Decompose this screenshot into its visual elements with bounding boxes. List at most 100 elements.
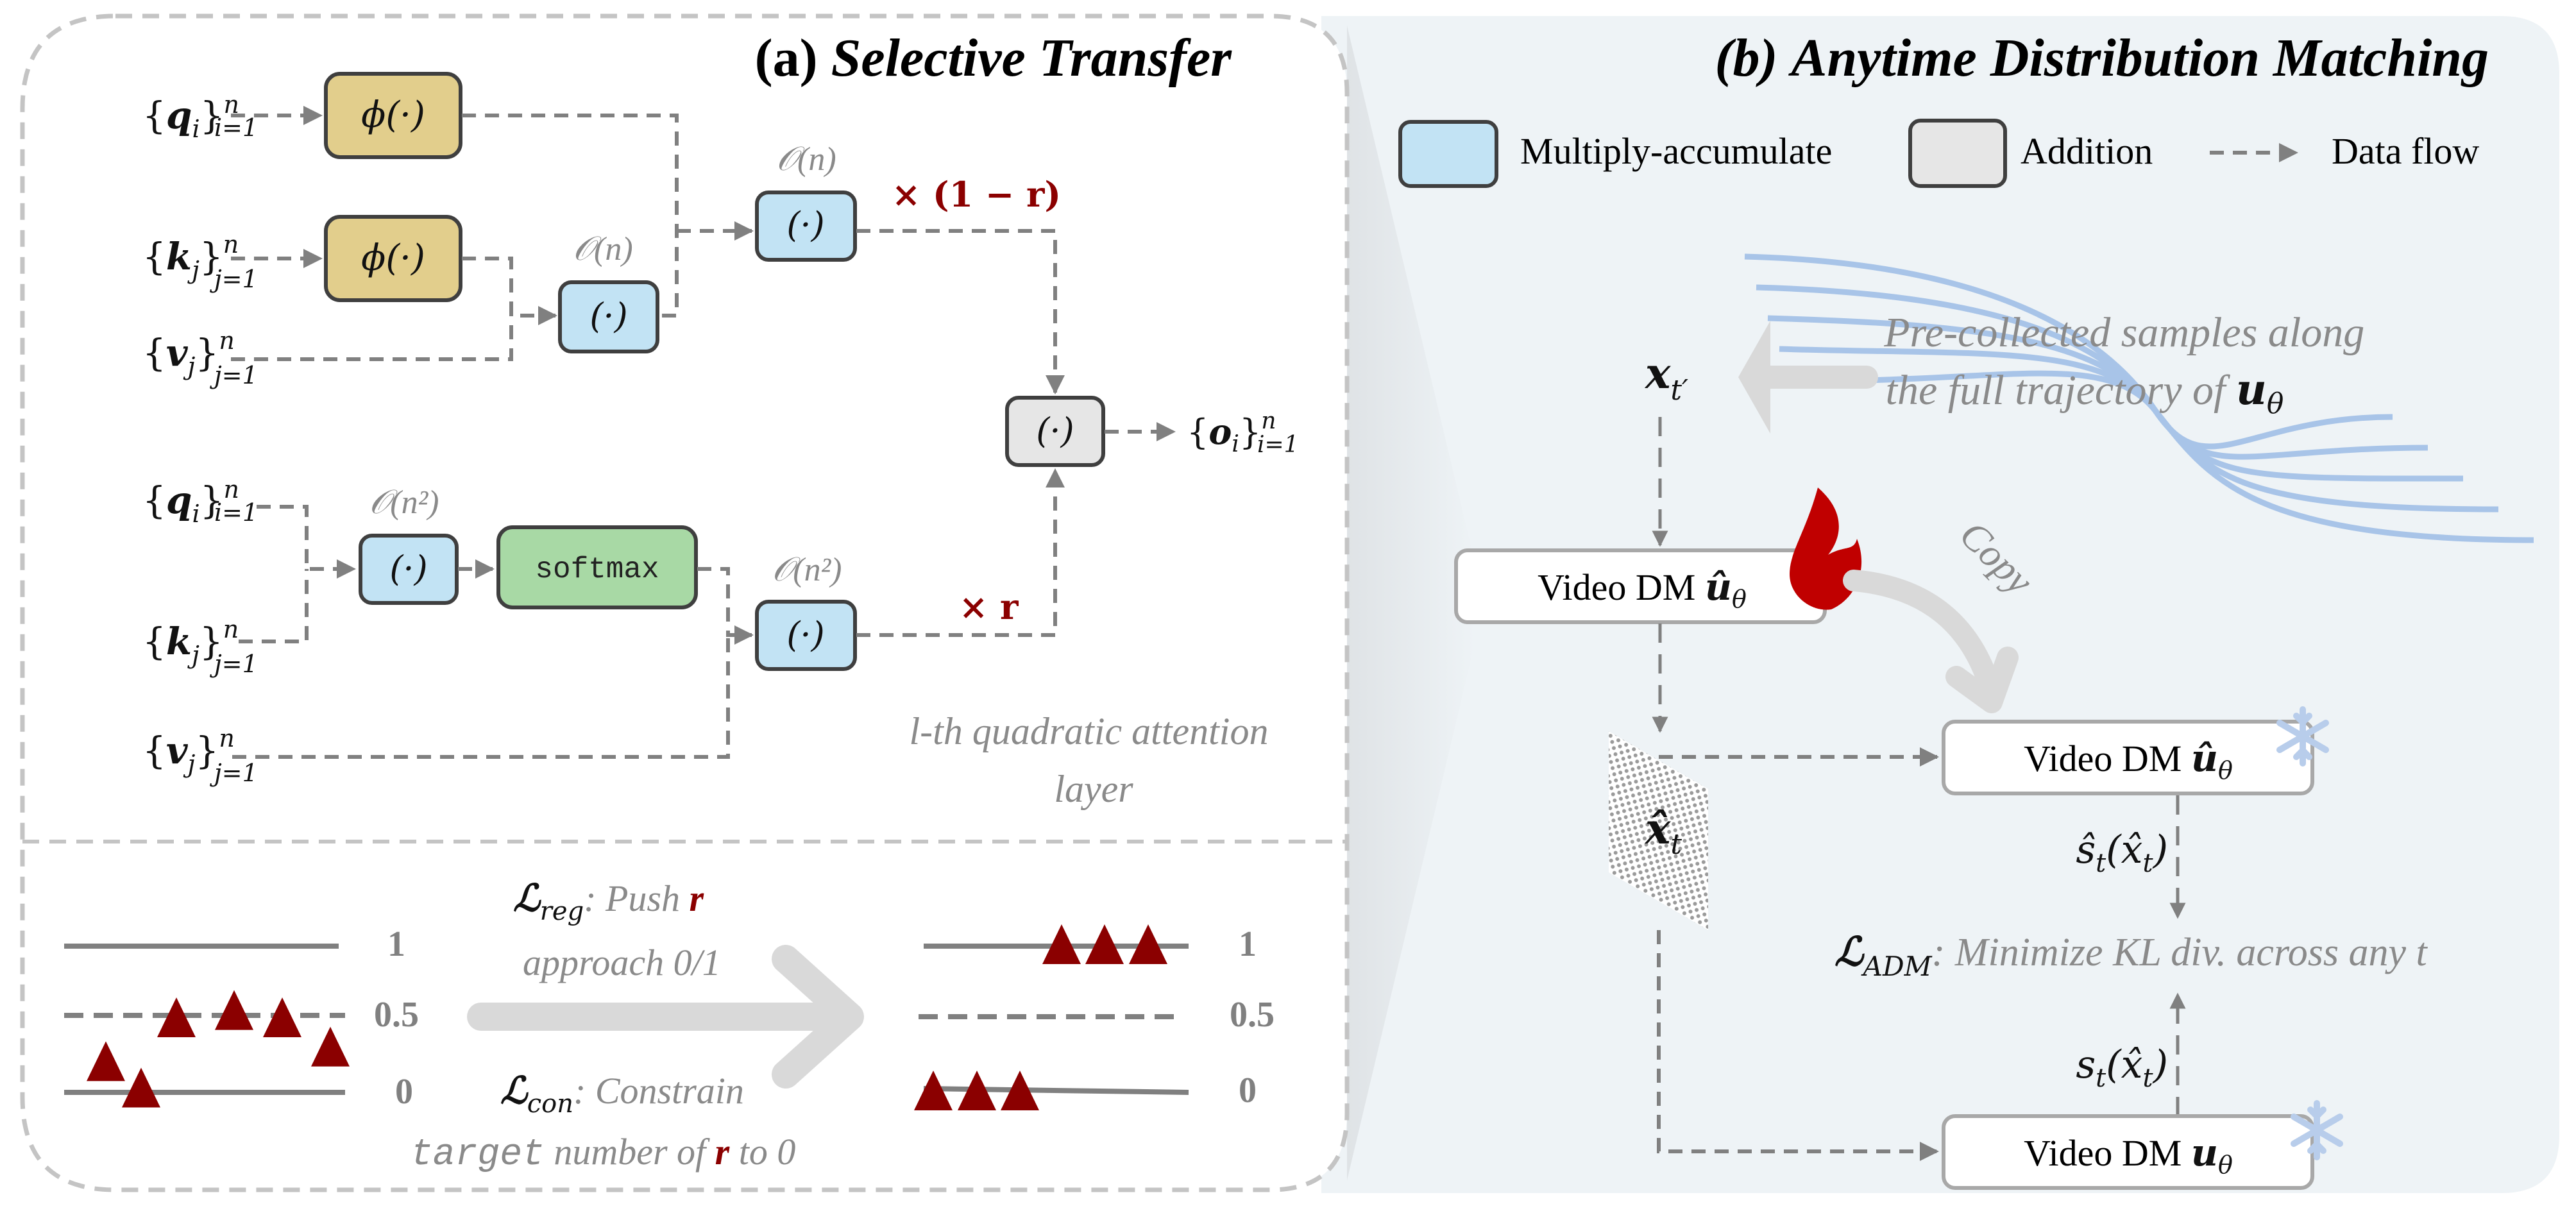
svg-text:Video DM ûθ: Video DM ûθ [1538,565,1747,613]
router-after: 1 0.5 0 [914,924,1275,1110]
sum-add-box: (·) [1005,396,1105,467]
svg-text:(·): (·) [589,296,627,336]
sample-label: xt′ [1644,348,1688,407]
q-kv-mac-box: 𝒪(n) (·) [755,141,857,262]
router-r-after-5 [1001,1071,1039,1110]
router-r-before-0 [87,1041,125,1081]
svg-text:ϕ(·): ϕ(·) [361,94,425,136]
svg-text:𝒪(n): 𝒪(n) [573,231,632,267]
output-o: {oi}n i=1 [1187,408,1299,458]
av-mac-box: 𝒪(n²) (·) [755,552,857,671]
router-r-before-4 [311,1026,350,1067]
kv-mac-box: 𝒪(n) (·) [558,231,659,353]
arrow-v-to-av [232,635,730,759]
con-loss-text: ℒcon: Constrain [500,1069,744,1119]
generated-sample: x̂t [1609,731,1708,930]
input-k-linear: {kj}n j=1 [142,230,258,293]
svg-text:𝒪(n): 𝒪(n) [776,141,836,178]
svg-text:Video DM uθ: Video DM uθ [2024,1131,2233,1179]
svg-text:j=1: j=1 [210,650,258,678]
legend-label-mac: Multiply-accumulate [1520,130,1832,172]
level-label-1: 1 [387,924,405,964]
panel-b-title: (b) Anytime Distribution Matching [1715,28,2489,88]
level-label-0: 0 [395,1072,413,1112]
panel-a: (a) Selective Transfer {qi}n i=1 {kj}n j… [20,13,1350,1192]
softmax-box: softmax [496,525,698,609]
svg-text:Video DM ûθ: Video DM ûθ [2024,736,2233,784]
level-label-0.5: 0.5 [374,995,419,1035]
legend-swatch-add [1908,119,2007,188]
router-r-after-4 [958,1071,996,1110]
legend-label-add: Addition [2021,130,2153,172]
arrow-phiq-to-qkv [462,114,679,318]
input-q-linear: {qi}n i=1 [142,90,258,143]
svg-text:x̂t: x̂t [1644,804,1682,861]
arrow-phik-to-kv [462,257,557,325]
svg-text:{qi}n: {qi}n [142,90,239,143]
trajectory-curves [1744,253,2534,543]
svg-text:(·): (·) [786,614,824,655]
router-r-after-0 [1042,924,1081,964]
phi-k-box: ϕ(·) [324,215,462,302]
snowflake-icon [2276,706,2329,767]
quadratic-weight-label: × r [959,586,1019,627]
input-k-quadratic: {kj}n j=1 [142,615,258,678]
router-r-before-1 [157,997,196,1037]
arrow-k-to-qk [239,569,309,643]
reg-loss-text: ℒreg: Push r [513,876,704,926]
router-r-before-5 [122,1067,160,1108]
router-r-before-3 [263,997,301,1037]
svg-text:{vj}n: {vj}n [142,326,235,380]
input-v-linear: {vj}n j=1 [142,326,258,389]
svg-text:i=1: i=1 [1257,432,1299,458]
panel-b: (b) Anytime Distribution Matching Multip… [1398,28,2534,1190]
trajectory-caption: Pre-collected samples along the full tra… [1883,309,2375,420]
adm-loss: ℒADM: Minimize KL div. across any t [1835,928,2428,982]
svg-text:(·): (·) [1036,411,1074,451]
svg-text:{oi}n: {oi}n [1187,408,1276,457]
svg-text:j=1: j=1 [210,265,258,293]
panel-a-title: (a) Selective Transfer [755,28,1233,88]
svg-text:softmax: softmax [535,553,659,586]
input-q-quadratic: {qi}n i=1 [142,475,258,528]
copy-arrow [1843,570,2019,713]
svg-text:i=1: i=1 [214,498,258,527]
arrow-q-to-qk [257,505,356,579]
svg-text:{kj}n: {kj}n [142,615,239,669]
level-line-0-after [923,1086,1189,1095]
arrow-linear-to-sum [856,229,1065,394]
svg-text:j=1: j=1 [210,361,258,389]
real-score-label: st(x̂t) [2076,1042,2168,1093]
layer-caption: l-th quadratic attention layer [910,710,1278,810]
legend: Multiply-accumulate Addition Data flow [1398,119,2479,188]
router-r-after-2 [1129,924,1167,964]
svg-text:j=1: j=1 [210,759,258,787]
con-loss-text-line2: target number of r to 0 [411,1131,795,1176]
svg-text:𝒪(n²): 𝒪(n²) [772,552,842,588]
router-transform-arrow [467,945,864,1089]
arrow-generated-to-real [1657,930,1939,1161]
fake-score-label: ŝt(x̂t) [2076,827,2168,878]
router-r-after-3 [914,1071,953,1110]
svg-text:{qi}n: {qi}n [142,475,239,528]
router-before: 1 0.5 0 [64,924,419,1112]
arrow-v-to-kv [231,316,513,361]
svg-text:(·): (·) [389,548,427,589]
svg-text:𝒪(n²): 𝒪(n²) [369,484,439,521]
phi-q-box: ϕ(·) [324,72,462,159]
real-score-video-dm: Video DM uθ [1942,1100,2343,1190]
fake-score-video-dm: Video DM ûθ [1942,706,2329,795]
level-label-0.5-after: 0.5 [1230,995,1275,1035]
zoom-projection-wedge [1347,26,1475,1180]
svg-text:{vj}n: {vj}n [142,724,235,778]
router-r-after-1 [1085,924,1124,964]
svg-text:i=1: i=1 [214,114,258,142]
qk-mac-box: 𝒪(n²) (·) [359,484,459,605]
input-v-quadratic: {vj}n j=1 [142,724,258,787]
legend-swatch-mac [1398,120,1498,188]
svg-text:ϕ(·): ϕ(·) [361,237,425,279]
reg-loss-text-line2: approach 0/1 [523,942,721,983]
level-label-0-after: 0 [1239,1071,1257,1110]
legend-label-arrow: Data flow [2332,130,2479,172]
